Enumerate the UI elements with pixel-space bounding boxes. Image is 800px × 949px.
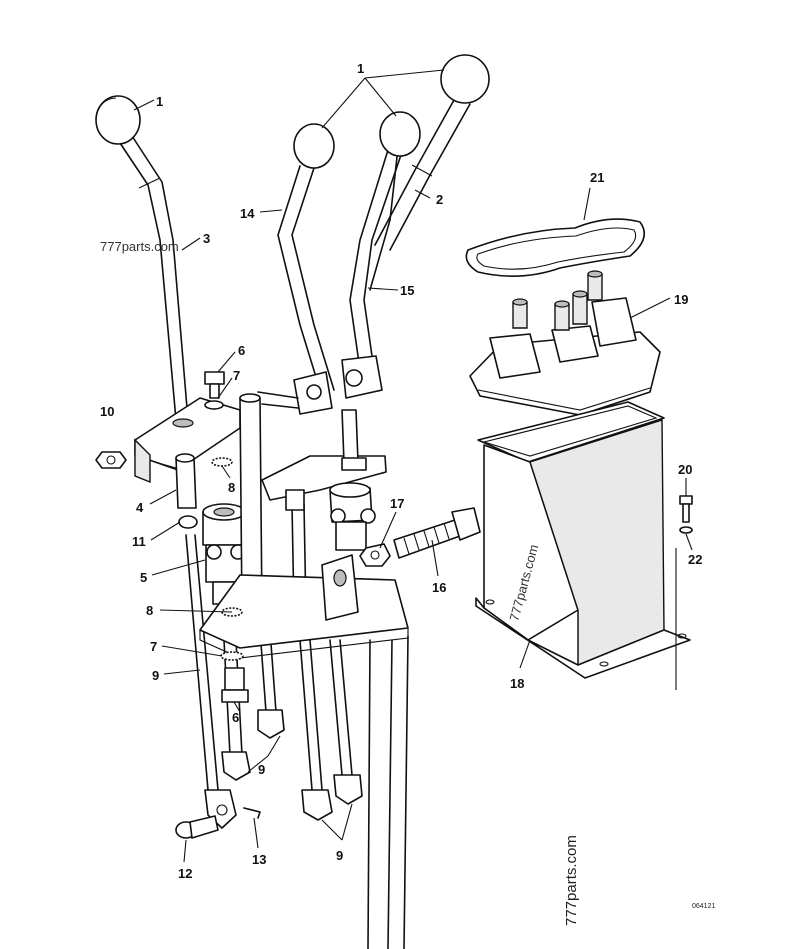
universal-joint-center [329, 482, 376, 551]
washer-8-top [211, 457, 233, 467]
knob-1-right [440, 54, 490, 104]
stud-11 [178, 515, 198, 529]
callout-9-bottom: 9 [336, 848, 343, 863]
upper-right-bracket [261, 409, 387, 511]
knob-1-center-right [379, 111, 421, 157]
callout-14: 14 [240, 206, 255, 221]
nut-17 [359, 543, 391, 567]
callout-2: 2 [436, 192, 443, 207]
callout-17: 17 [390, 496, 404, 511]
callout-3: 3 [203, 231, 210, 246]
callout-11: 11 [132, 534, 146, 549]
callout-6-top: 6 [238, 343, 245, 358]
callout-9-center: 9 [258, 762, 265, 777]
gasket-21 [465, 218, 646, 277]
callout-5: 5 [140, 570, 147, 585]
callout-21: 21 [590, 170, 604, 185]
callout-4: 4 [136, 500, 144, 515]
watermark-1: 777parts.com [100, 239, 179, 254]
washer-7-bottom [220, 651, 244, 661]
screw-20 [679, 495, 693, 523]
callout-10: 10 [100, 404, 114, 419]
callout-13: 13 [252, 852, 266, 867]
rods-9-right-pair [299, 639, 363, 821]
callout-19: 19 [674, 292, 688, 307]
pin-12 [175, 815, 219, 839]
callout-22: 22 [688, 552, 702, 567]
callout-6-bottom: 6 [232, 710, 239, 725]
callout-12: 12 [178, 866, 192, 881]
callouts: 1 1 2 3 4 5 6 6 7 7 8 8 9 9 9 10 11 12 1… [100, 61, 702, 881]
boot-19 [469, 270, 661, 416]
nut-10 [95, 451, 127, 469]
sleeve-4 [154, 453, 197, 509]
callout-7-bottom: 7 [150, 639, 157, 654]
lever-3 [117, 135, 189, 421]
callout-20: 20 [678, 462, 692, 477]
lever-2 [374, 99, 471, 251]
bolt-6-top [204, 371, 225, 399]
callout-9-left: 9 [152, 668, 159, 683]
housing-18 [475, 401, 691, 679]
callout-7-top: 7 [233, 368, 240, 383]
mount-tab [321, 554, 359, 621]
watermark-3: 777parts.com [563, 835, 580, 926]
knob-1-center [293, 123, 335, 169]
callout-1-left: 1 [156, 94, 163, 109]
drawing-reference: 064121 [692, 903, 715, 910]
washer-7-top [204, 400, 224, 410]
callout-18: 18 [510, 676, 524, 691]
leader-lines [133, 69, 693, 863]
lever-14 [257, 165, 335, 415]
support-post [367, 635, 409, 949]
center-tube [239, 393, 263, 613]
callout-1-top: 1 [357, 61, 364, 76]
callout-15: 15 [400, 283, 414, 298]
callout-16: 16 [432, 580, 446, 595]
clip-13 [243, 807, 261, 819]
lever-15 [341, 147, 403, 399]
bolt-16 [393, 507, 481, 559]
callout-8-top: 8 [228, 480, 235, 495]
washer-22 [679, 526, 693, 534]
callout-8-bottom: 8 [146, 603, 153, 618]
bolt-6-bottom [221, 667, 249, 703]
knob-1-left [95, 95, 141, 145]
